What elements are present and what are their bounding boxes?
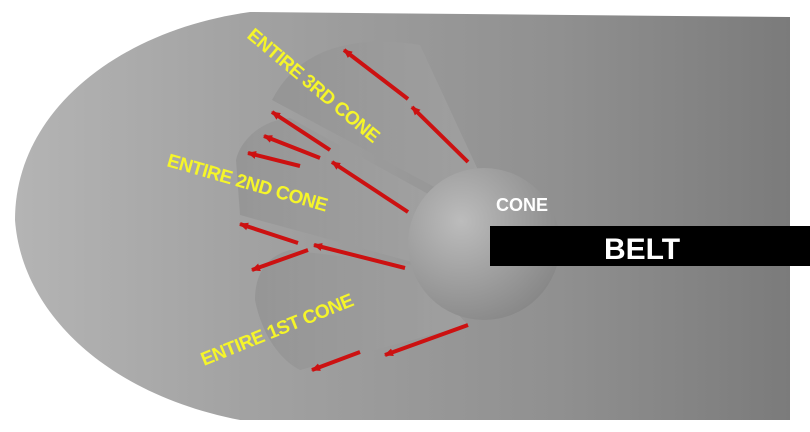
- belt-label: BELT: [604, 233, 680, 266]
- cone-label: CONE: [496, 195, 548, 215]
